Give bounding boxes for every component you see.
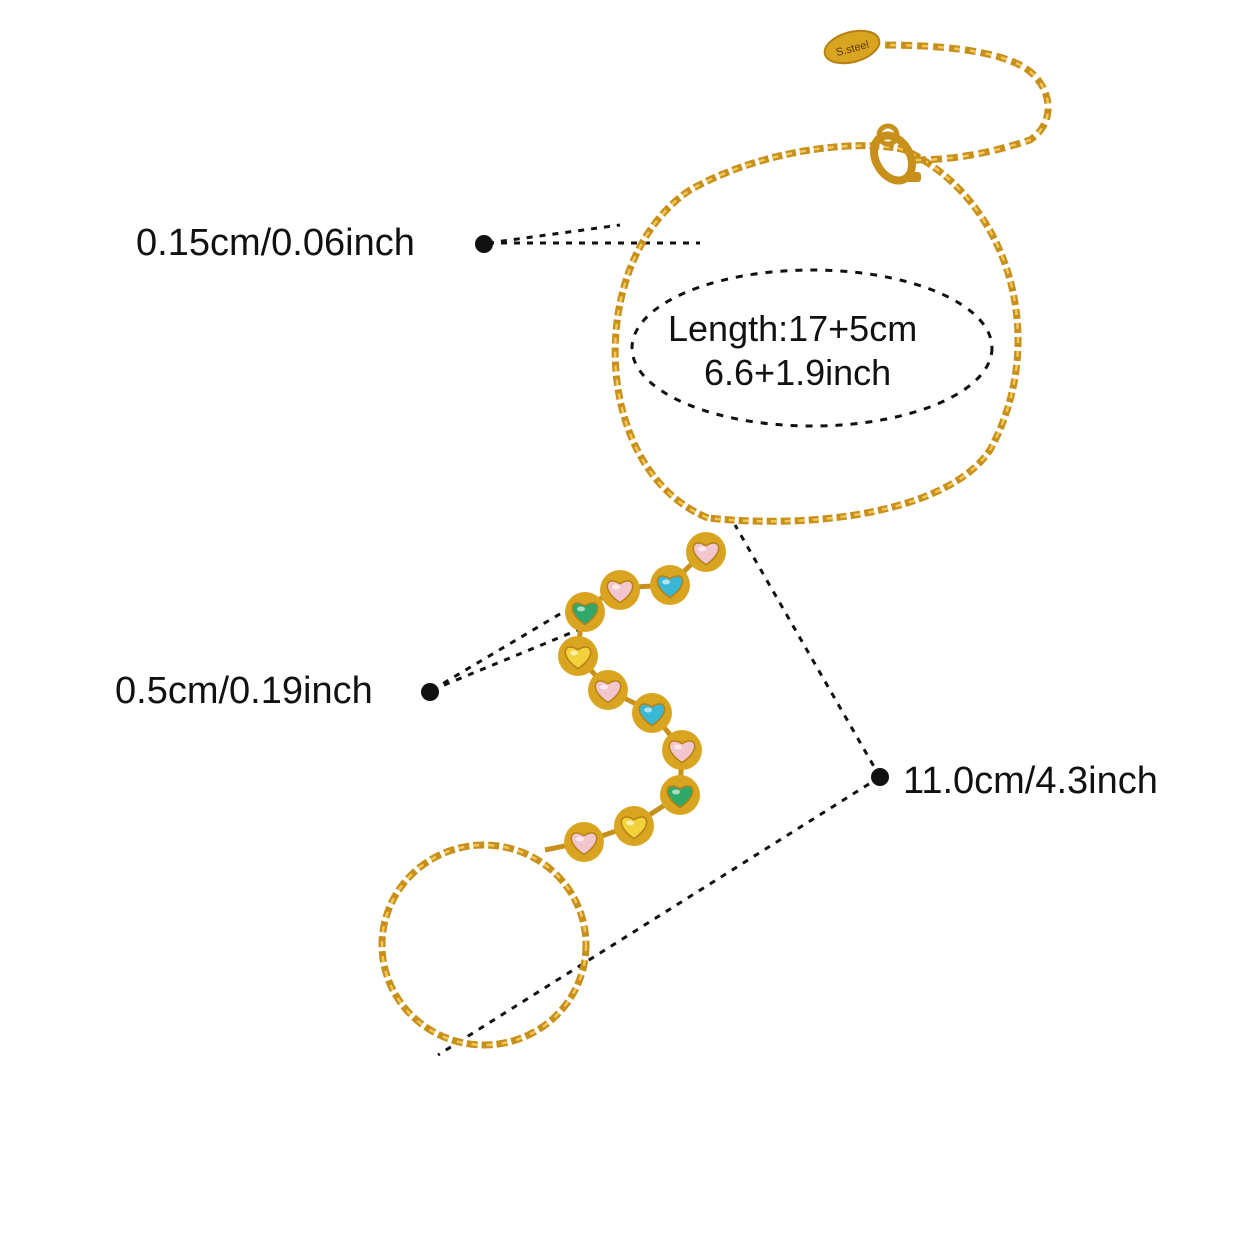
- heart-stone: [565, 592, 605, 632]
- thickness-dot: [475, 235, 493, 253]
- gem-highlight: [672, 789, 680, 795]
- heart-stone: [662, 730, 702, 770]
- heart-stone: [650, 565, 690, 605]
- gem-highlight: [662, 579, 670, 585]
- chain-thickness-label: 0.15cm/0.06inch: [136, 222, 415, 264]
- heart-stone: [558, 636, 598, 676]
- heart-stones: [558, 532, 726, 862]
- gem-highlight: [576, 836, 584, 842]
- stone-size-label: 0.5cm/0.19inch: [115, 670, 373, 712]
- gem-highlight: [698, 546, 706, 552]
- heart-stone: [614, 806, 654, 846]
- gem-highlight: [570, 650, 578, 656]
- gem-highlight: [612, 584, 620, 590]
- gem-highlight: [577, 606, 585, 612]
- gem-highlight: [644, 707, 652, 713]
- gem-highlight: [674, 744, 682, 750]
- heart-stone: [600, 570, 640, 610]
- stone-dot: [421, 683, 439, 701]
- heart-stone: [564, 822, 604, 862]
- heart-stone: [632, 693, 672, 733]
- length-ellipse: [630, 268, 994, 428]
- length-inch-label: 6.6+1.9inch: [704, 352, 892, 393]
- heart-stone: [660, 775, 700, 815]
- heart-stone: [686, 532, 726, 572]
- measurement-guides: [431, 223, 882, 1057]
- steel-tag: S.steel: [823, 29, 881, 65]
- heart-stone: [588, 670, 628, 710]
- gem-highlight: [626, 820, 634, 826]
- lobster-clasp: [870, 123, 921, 185]
- drop-dot: [871, 768, 889, 786]
- length-cm-label: Length:17+5cm: [668, 308, 918, 349]
- drop-length-label: 11.0cm/4.3inch: [903, 760, 1158, 802]
- gem-highlight: [600, 684, 608, 690]
